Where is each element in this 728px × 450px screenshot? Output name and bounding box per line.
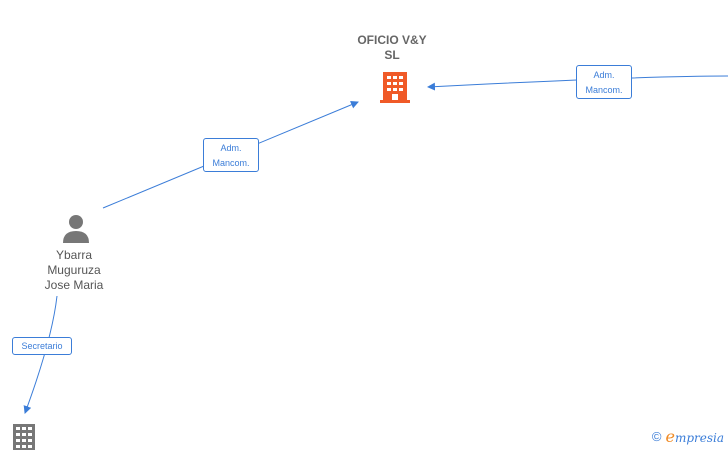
person-name[interactable]: Ybarra Muguruza Jose Maria: [24, 248, 124, 293]
brand-text: mpresia: [674, 431, 724, 445]
person-icon[interactable]: [62, 214, 90, 244]
person-name-line3: Jose Maria: [44, 278, 104, 292]
edge-label-person-to-main[interactable]: Adm. Mancom.: [203, 138, 259, 172]
person-name-line1: Ybarra: [55, 248, 93, 262]
copyright-icon: ©: [651, 429, 662, 444]
person-name-line2: Muguruza: [47, 263, 101, 277]
edge-label-line1: Adm.: [220, 143, 242, 153]
edge-label-line2: Mancom.: [585, 85, 623, 95]
edge-label-line2: Mancom.: [212, 158, 250, 168]
building-icon-secondary[interactable]: [12, 424, 36, 450]
edge-label-person-to-other[interactable]: Secretario: [12, 337, 72, 355]
main-company-name-line1: OFICIO V&Y: [357, 33, 427, 47]
main-company-name[interactable]: OFICIO V&Y SL: [342, 33, 442, 63]
edge-label-text: Secretario: [21, 341, 63, 351]
brand-letter: e: [665, 427, 675, 446]
empresia-brand[interactable]: © empresia: [652, 427, 724, 446]
building-icon[interactable]: [380, 69, 410, 103]
edge-label-line1: Adm.: [593, 70, 615, 80]
edge-label-right-to-main[interactable]: Adm. Mancom.: [576, 65, 632, 99]
main-company-name-line2: SL: [384, 48, 400, 62]
